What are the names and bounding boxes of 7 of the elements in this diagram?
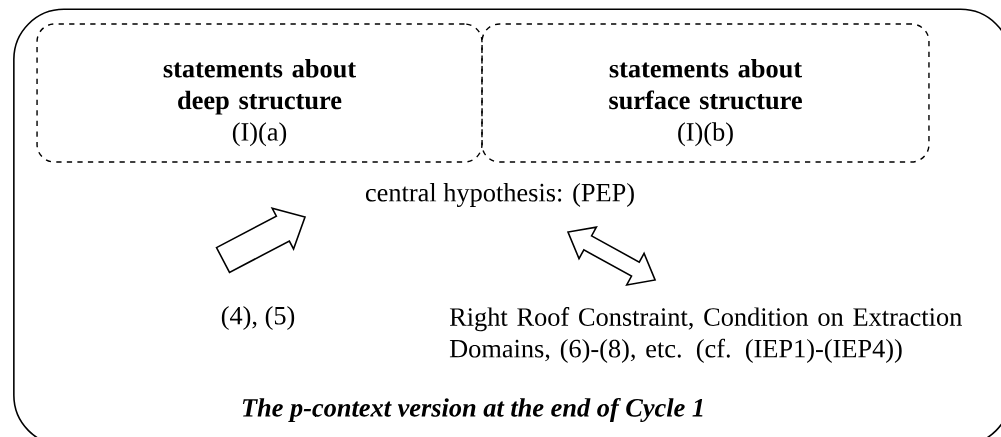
text-label: central hypothesis: (PEP) xyxy=(365,183,634,207)
double-arrow xyxy=(566,226,657,286)
dashed-box: statements about surface structure (I)(b) xyxy=(481,23,930,163)
block-arrow xyxy=(215,207,307,274)
text-label: (4), (5) xyxy=(221,306,295,330)
text-label: Right Roof Constraint, Condition on Extraction Domains, (6)-(8), etc. (cf. (IEP1)-(IEP4)) xyxy=(449,307,962,363)
dashed-box: statements about deep structure (I)(a) xyxy=(36,23,483,163)
